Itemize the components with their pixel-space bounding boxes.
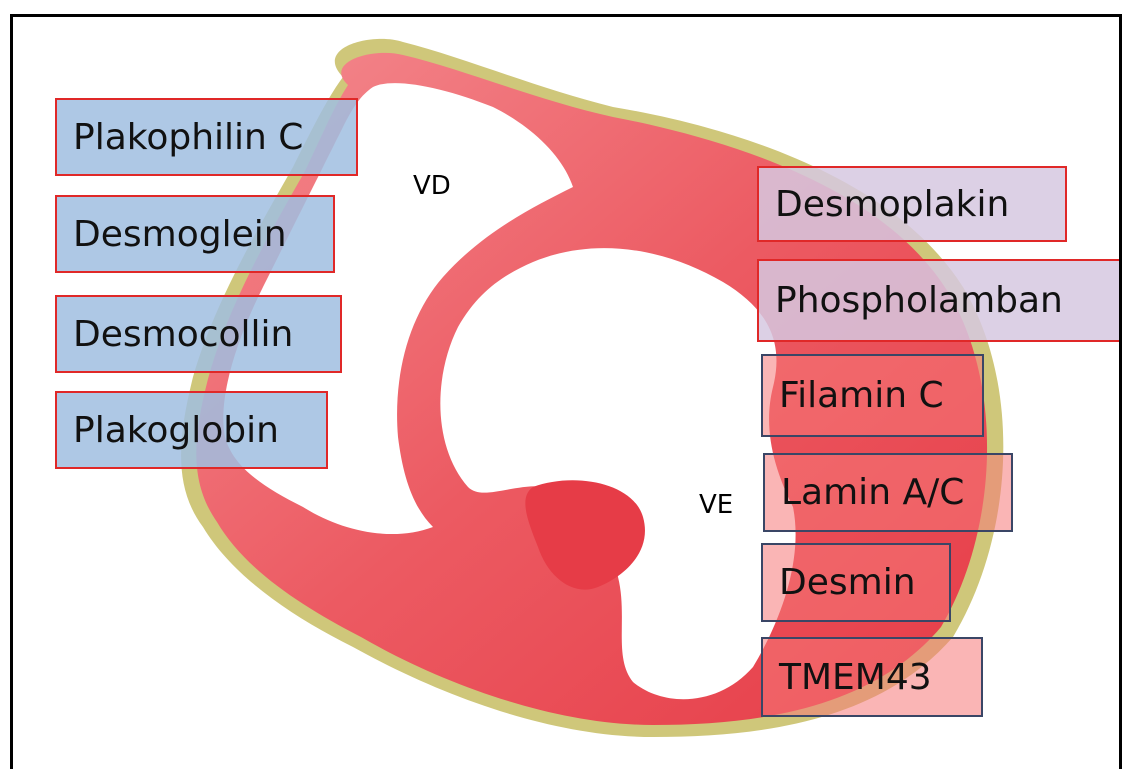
left-ventricle-label: VE [699, 490, 733, 520]
protein-box-tmem43: TMEM43 [761, 637, 983, 717]
protein-box-lamin: Lamin A/C [763, 453, 1013, 532]
protein-box-desmocollin: Desmocollin [55, 295, 342, 373]
right-ventricle-label: VD [413, 171, 451, 201]
protein-box-desmoplakin: Desmoplakin [757, 166, 1067, 242]
protein-box-phospholamban: Phospholamban [757, 259, 1122, 342]
figure-frame: VD VE Plakophilin C Desmoglein Desmocoll… [10, 14, 1122, 769]
protein-box-plakophilin: Plakophilin C [55, 98, 358, 176]
protein-box-plakoglobin: Plakoglobin [55, 391, 328, 469]
protein-box-desmin: Desmin [761, 543, 951, 622]
protein-box-desmoglein: Desmoglein [55, 195, 335, 273]
protein-box-filamin-c: Filamin C [761, 354, 984, 437]
